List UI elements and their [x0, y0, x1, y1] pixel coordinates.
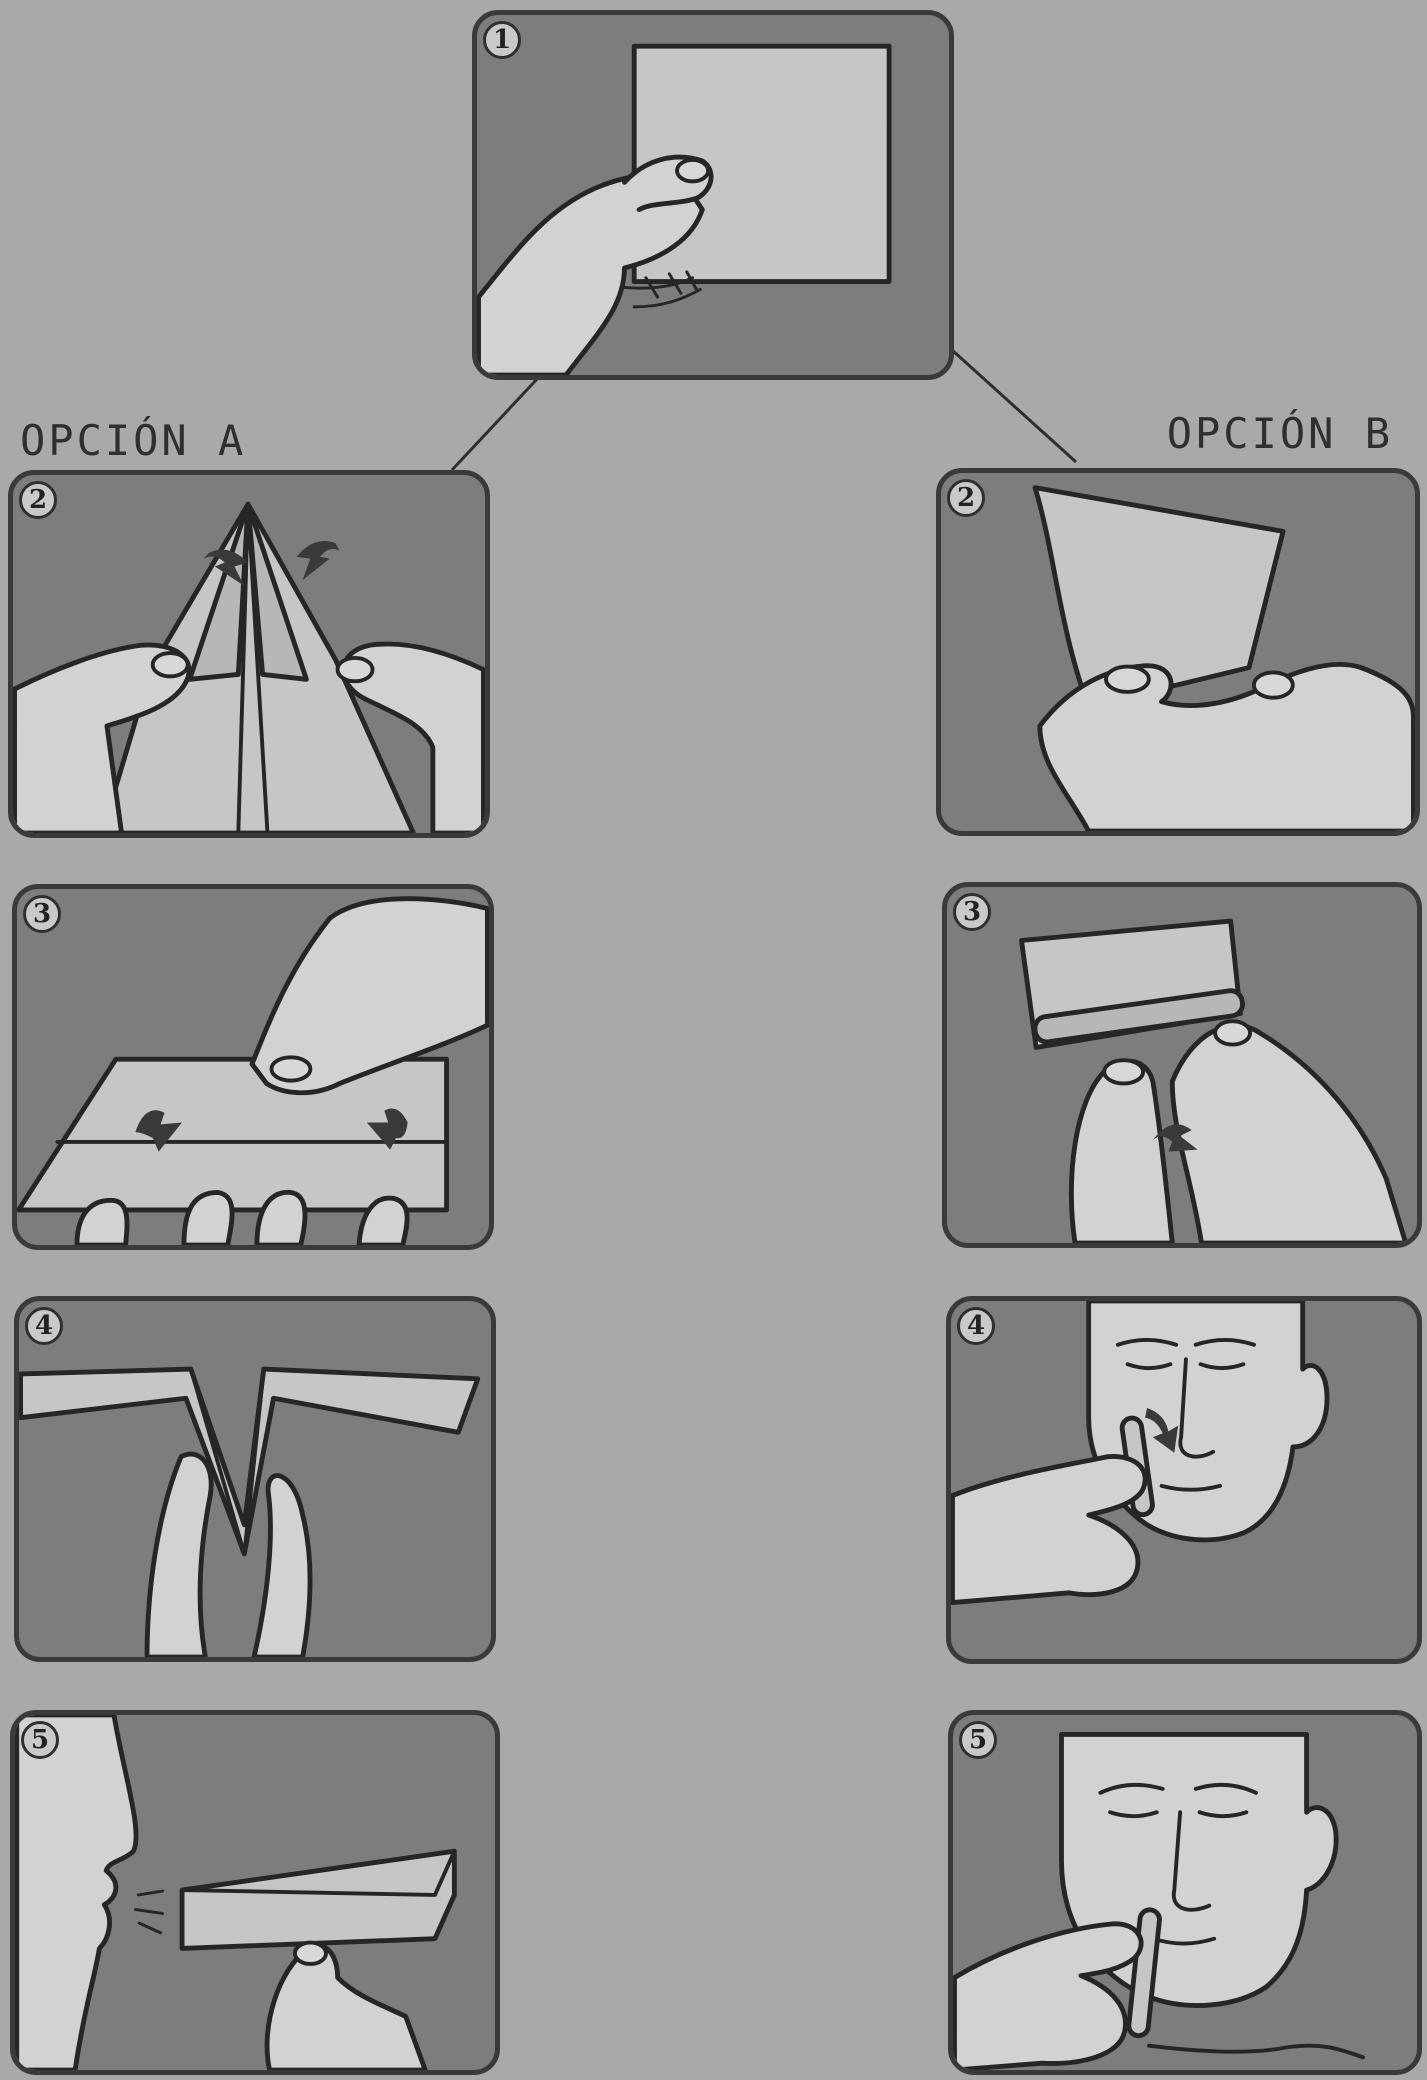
option-b-step-5-panel: 5: [948, 1710, 1422, 2075]
blow-paper-plane-illustration: [15, 1715, 495, 2070]
powder-line: [1149, 2046, 1363, 2058]
right-thumbnail: [1254, 672, 1293, 697]
left-thumbnail: [1106, 667, 1149, 692]
hand-holding-paper-illustration: [477, 15, 949, 375]
option-a-step-4-panel: 4: [14, 1296, 496, 1662]
left-fingernail: [1104, 1060, 1143, 1083]
hand-holding-tube: [952, 1456, 1145, 1602]
left-fingers: [1071, 1061, 1172, 1243]
fold-arrow-right-icon: [297, 541, 340, 580]
option-b-step-4-number-badge: 4: [957, 1307, 995, 1345]
thumbnail: [271, 1057, 310, 1080]
option-b-step-3-number-badge: 3: [953, 893, 991, 931]
option-a-label: OPCIÓN A: [20, 420, 246, 462]
left-thumbnail: [153, 653, 188, 676]
option-a-step-3-number-badge: 3: [23, 895, 61, 933]
hand-holding-tube: [954, 1924, 1141, 2070]
roll-paper-illustration: [947, 887, 1417, 1243]
left-hand: [147, 1454, 211, 1657]
right-hand: [1172, 1025, 1405, 1243]
option-a-step-3-panel: 3: [12, 884, 494, 1250]
fold-wings-illustration: [19, 1301, 491, 1657]
right-thumbnail: [338, 658, 373, 681]
option-b-step-3-panel: 3: [942, 882, 1422, 1248]
option-b-label: OPCIÓN B: [1167, 413, 1393, 455]
option-a-step-5-number-badge: 5: [21, 1721, 59, 1759]
step-1-number-badge: 1: [483, 21, 521, 59]
option-a-step-5-panel: 5: [10, 1710, 500, 2075]
tube-under-nose-illustration: [951, 1301, 1417, 1659]
step-1-panel: 1: [472, 10, 954, 380]
option-a-step-2-number-badge: 2: [19, 481, 57, 519]
fold-corners-illustration: [13, 475, 485, 833]
option-b-step-4-panel: 4: [946, 1296, 1422, 1664]
right-fingernail: [1215, 1021, 1250, 1044]
option-a-step-4-number-badge: 4: [25, 1307, 63, 1345]
thumbnail: [295, 1943, 326, 1964]
hands: [1040, 664, 1414, 831]
hold-paper-illustration: [941, 473, 1415, 831]
connector-line-option-a: [452, 378, 538, 470]
fold-in-half-illustration: [17, 889, 489, 1245]
inhale-through-tube-illustration: [953, 1715, 1417, 2070]
option-b-step-5-number-badge: 5: [959, 1721, 997, 1759]
paper-plane: [182, 1851, 454, 1948]
hand-holding-plane: [267, 1946, 425, 2070]
option-a-step-2-panel: 2: [8, 470, 490, 838]
right-hand: [254, 1476, 310, 1657]
option-b-step-2-panel: 2: [936, 468, 1420, 836]
option-b-step-2-number-badge: 2: [947, 479, 985, 517]
face-profile: [17, 1715, 136, 2070]
breath-lines: [135, 1891, 162, 1933]
thumbnail: [677, 160, 708, 181]
connector-line-option-b: [952, 350, 1076, 462]
